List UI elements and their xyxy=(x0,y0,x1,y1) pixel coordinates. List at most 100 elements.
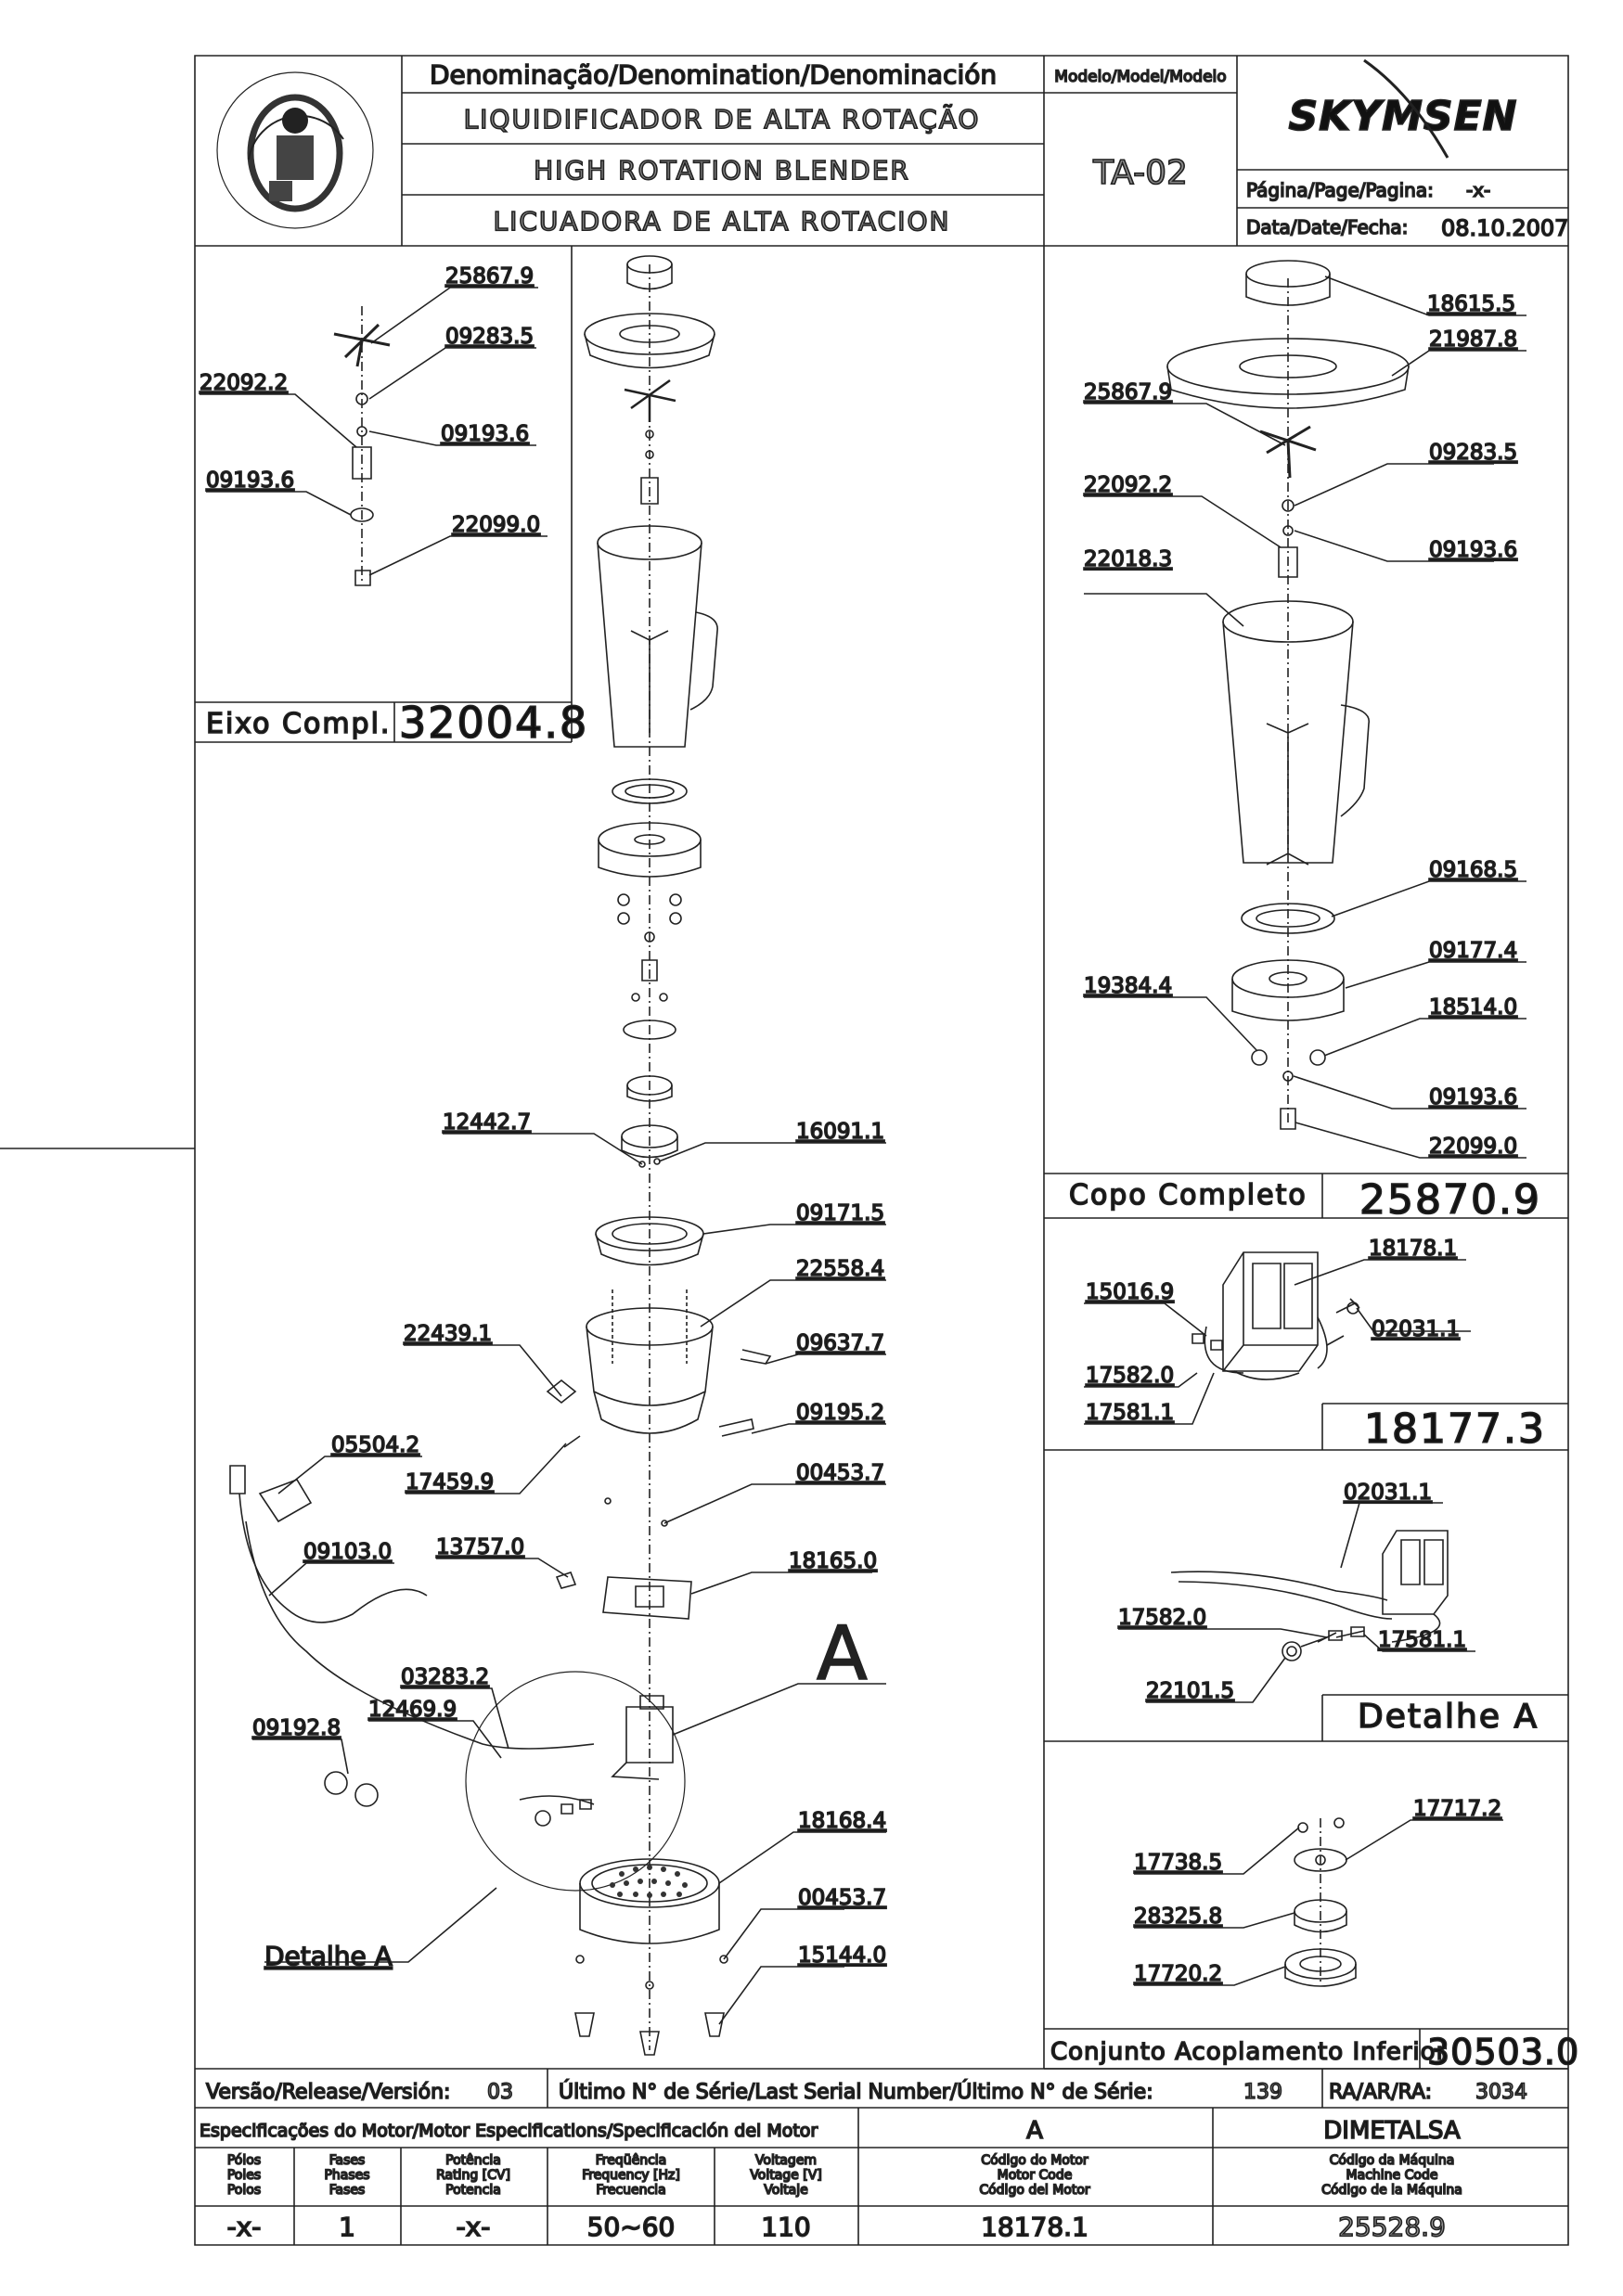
col-header: Potência xyxy=(445,2153,501,2168)
panel-motor: 18177.3 18178.1 15016.9 02031.1 17582.0 … xyxy=(1044,1236,1568,1454)
part-label: 22558.4 xyxy=(796,1257,884,1281)
col-header: Código del Motor xyxy=(979,2183,1090,2198)
part-label: 09192.8 xyxy=(252,1716,341,1740)
part-label: 18168.4 xyxy=(798,1809,886,1833)
part-label: 09283.5 xyxy=(445,325,534,349)
part-label: 25867.9 xyxy=(445,264,534,289)
part-label: 17582.0 xyxy=(1118,1606,1206,1630)
part-label: 19384.4 xyxy=(1084,974,1172,998)
part-label: 09103.0 xyxy=(303,1540,392,1564)
part-label: 17581.1 xyxy=(1086,1401,1174,1425)
ra-label: RA/AR/RA: xyxy=(1329,2081,1432,2104)
motor-code: 18177.3 xyxy=(1364,1405,1546,1453)
version-label: Versão/Release/Versión: xyxy=(206,2081,450,2104)
header-block: Denominação/Denomination/Denominación LI… xyxy=(195,56,1569,246)
part-label: 00453.7 xyxy=(796,1461,884,1485)
part-label: 03283.2 xyxy=(401,1665,489,1689)
date-label: Data/Date/Fecha: xyxy=(1246,216,1408,238)
part-label: 25867.9 xyxy=(1084,380,1172,404)
part-label: 09193.6 xyxy=(206,468,294,493)
part-label: 17720.2 xyxy=(1134,1962,1222,1986)
col-header: Rating [CV] xyxy=(436,2168,510,2183)
part-label: 22092.2 xyxy=(1084,473,1172,497)
spec-value: 110 xyxy=(761,2212,810,2242)
spec-label: Especificações do Motor/Motor Especifica… xyxy=(200,2121,818,2141)
title-pt: LIQUIDIFICADOR DE ALTA ROTAÇÃO xyxy=(464,104,981,135)
part-label: 15016.9 xyxy=(1086,1280,1174,1304)
part-label: 12442.7 xyxy=(443,1110,531,1135)
spec-value: 1 xyxy=(339,2212,355,2242)
serial-value: 139 xyxy=(1243,2081,1282,2104)
part-label: 17717.2 xyxy=(1413,1797,1501,1821)
spec-value: 18178.1 xyxy=(981,2212,1088,2242)
page-label: Página/Page/Pagina: xyxy=(1246,179,1434,201)
col-header: Machine Code xyxy=(1346,2168,1438,2183)
version-value: 03 xyxy=(487,2081,513,2104)
part-label: 22439.1 xyxy=(404,1322,492,1346)
part-label: 17738.5 xyxy=(1134,1851,1222,1875)
spec-value: -x- xyxy=(457,2212,491,2242)
part-label: 12469.9 xyxy=(368,1698,457,1722)
part-label: 22092.2 xyxy=(200,371,288,395)
part-label: 18514.0 xyxy=(1429,995,1517,1020)
part-label: 28325.8 xyxy=(1134,1905,1222,1929)
spec-value: 25528.9 xyxy=(1338,2212,1446,2242)
col-header: Código do Motor xyxy=(981,2153,1088,2168)
part-label: 17459.9 xyxy=(406,1470,494,1494)
spec-value: -x- xyxy=(227,2212,262,2242)
shaft-code: 32004.8 xyxy=(399,698,588,748)
part-label: 09195.2 xyxy=(796,1401,884,1425)
cup-title: Copo Completo xyxy=(1069,1179,1307,1212)
part-label: 09193.6 xyxy=(1429,1085,1517,1110)
col-header: Potencia xyxy=(445,2183,501,2198)
model-label: Modelo/Model/Modelo xyxy=(1054,68,1226,86)
part-label: 13757.0 xyxy=(436,1535,524,1559)
coupling-title: Conjunto Acoplamento Inferior xyxy=(1050,2038,1447,2066)
title-en: HIGH ROTATION BLENDER xyxy=(534,155,910,186)
part-label: 22099.0 xyxy=(452,513,540,537)
part-label: 15144.0 xyxy=(798,1943,886,1968)
col-header: Fases xyxy=(329,2153,366,2168)
footer-table: Versão/Release/Versión: 03 Último N° de … xyxy=(195,2069,1568,2245)
col-header: Fases xyxy=(329,2183,366,2198)
detail-a-title: Detalhe A xyxy=(1358,1698,1539,1736)
panel-shaft: Eixo Compl. 32004.8 25867.9 09283.5 2209… xyxy=(195,246,588,749)
part-label: 22099.0 xyxy=(1429,1135,1517,1159)
manufacturer: DIMETALSA xyxy=(1323,2117,1461,2145)
part-label: 02031.1 xyxy=(1344,1481,1432,1505)
part-label: 18178.1 xyxy=(1369,1237,1457,1261)
part-label: 18615.5 xyxy=(1427,292,1515,316)
col-header: Frequency [Hz] xyxy=(582,2168,680,2183)
detail-marker: A xyxy=(817,1610,868,1697)
main-exploded-view: 12442.7 16091.1 09171.5 22558.4 22439.1 … xyxy=(230,256,887,2055)
denomination-label: Denominação/Denomination/Denominación xyxy=(430,59,997,90)
col-header: Voltaje xyxy=(764,2183,808,2198)
col-header: Poles xyxy=(227,2168,261,2183)
col-header: Motor Code xyxy=(998,2168,1073,2183)
part-label: 09177.4 xyxy=(1429,939,1517,963)
spec-value: 50~60 xyxy=(587,2212,676,2242)
part-label: 17582.0 xyxy=(1086,1364,1174,1388)
panel-cup: Copo Completo 25870.9 xyxy=(1044,261,1568,1225)
col-header: Código da Máquina xyxy=(1330,2153,1455,2168)
part-label: 09637.7 xyxy=(796,1331,884,1355)
page-value: -x- xyxy=(1466,179,1490,201)
part-label: 17581.1 xyxy=(1378,1628,1466,1652)
cup-code: 25870.9 xyxy=(1359,1176,1541,1224)
col-header: Pólos xyxy=(227,2153,261,2168)
detail-a-callout: Detalhe A xyxy=(264,1941,393,1971)
col-header: Phases xyxy=(324,2168,369,2183)
col-header: Código de la Máquina xyxy=(1321,2183,1462,2198)
part-label: 09193.6 xyxy=(441,422,529,446)
col-header: Freqüência xyxy=(596,2153,667,2168)
col-header: Voltage [V] xyxy=(750,2168,821,2183)
panel-detail-a: Detalhe A 02031.1 17582.0 17581.1 22101.… xyxy=(1044,1480,1568,1741)
col-header: Voltagem xyxy=(755,2153,817,2168)
part-label: 18165.0 xyxy=(789,1549,877,1573)
part-label: 09283.5 xyxy=(1429,441,1517,465)
part-label: 02031.1 xyxy=(1372,1317,1460,1341)
part-label: 05504.2 xyxy=(331,1433,419,1457)
shaft-title: Eixo Compl. xyxy=(206,708,391,740)
part-label: 21987.8 xyxy=(1429,327,1517,352)
